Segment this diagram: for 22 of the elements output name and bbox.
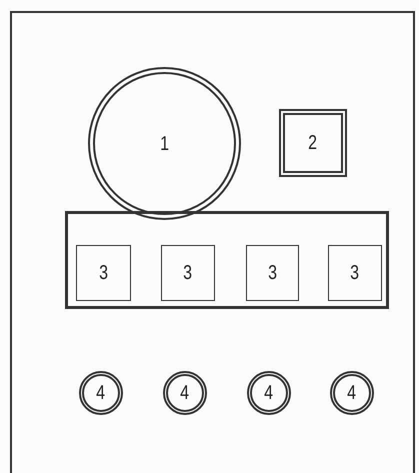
part-number: 3 [268, 263, 277, 283]
part-number: 4 [180, 383, 190, 403]
part-number: 3 [184, 263, 192, 283]
part-number: 4 [348, 383, 356, 403]
round-knob [247, 371, 291, 415]
round-knob [163, 371, 207, 415]
button-strip [65, 211, 389, 309]
part-number: 4 [96, 383, 106, 403]
round-knob [330, 371, 374, 415]
round-knob [79, 371, 123, 415]
dial-circle [88, 67, 241, 220]
panel-outline [10, 11, 415, 473]
part-number: 1 [160, 134, 169, 154]
square-button [161, 245, 215, 301]
part-number: 2 [308, 133, 318, 153]
part-number: 3 [99, 263, 108, 283]
square-button [246, 245, 299, 301]
part-number: 3 [350, 263, 360, 283]
square-button [76, 245, 131, 301]
square-button [328, 245, 382, 301]
part-number: 4 [264, 383, 274, 403]
square-button [279, 109, 347, 177]
